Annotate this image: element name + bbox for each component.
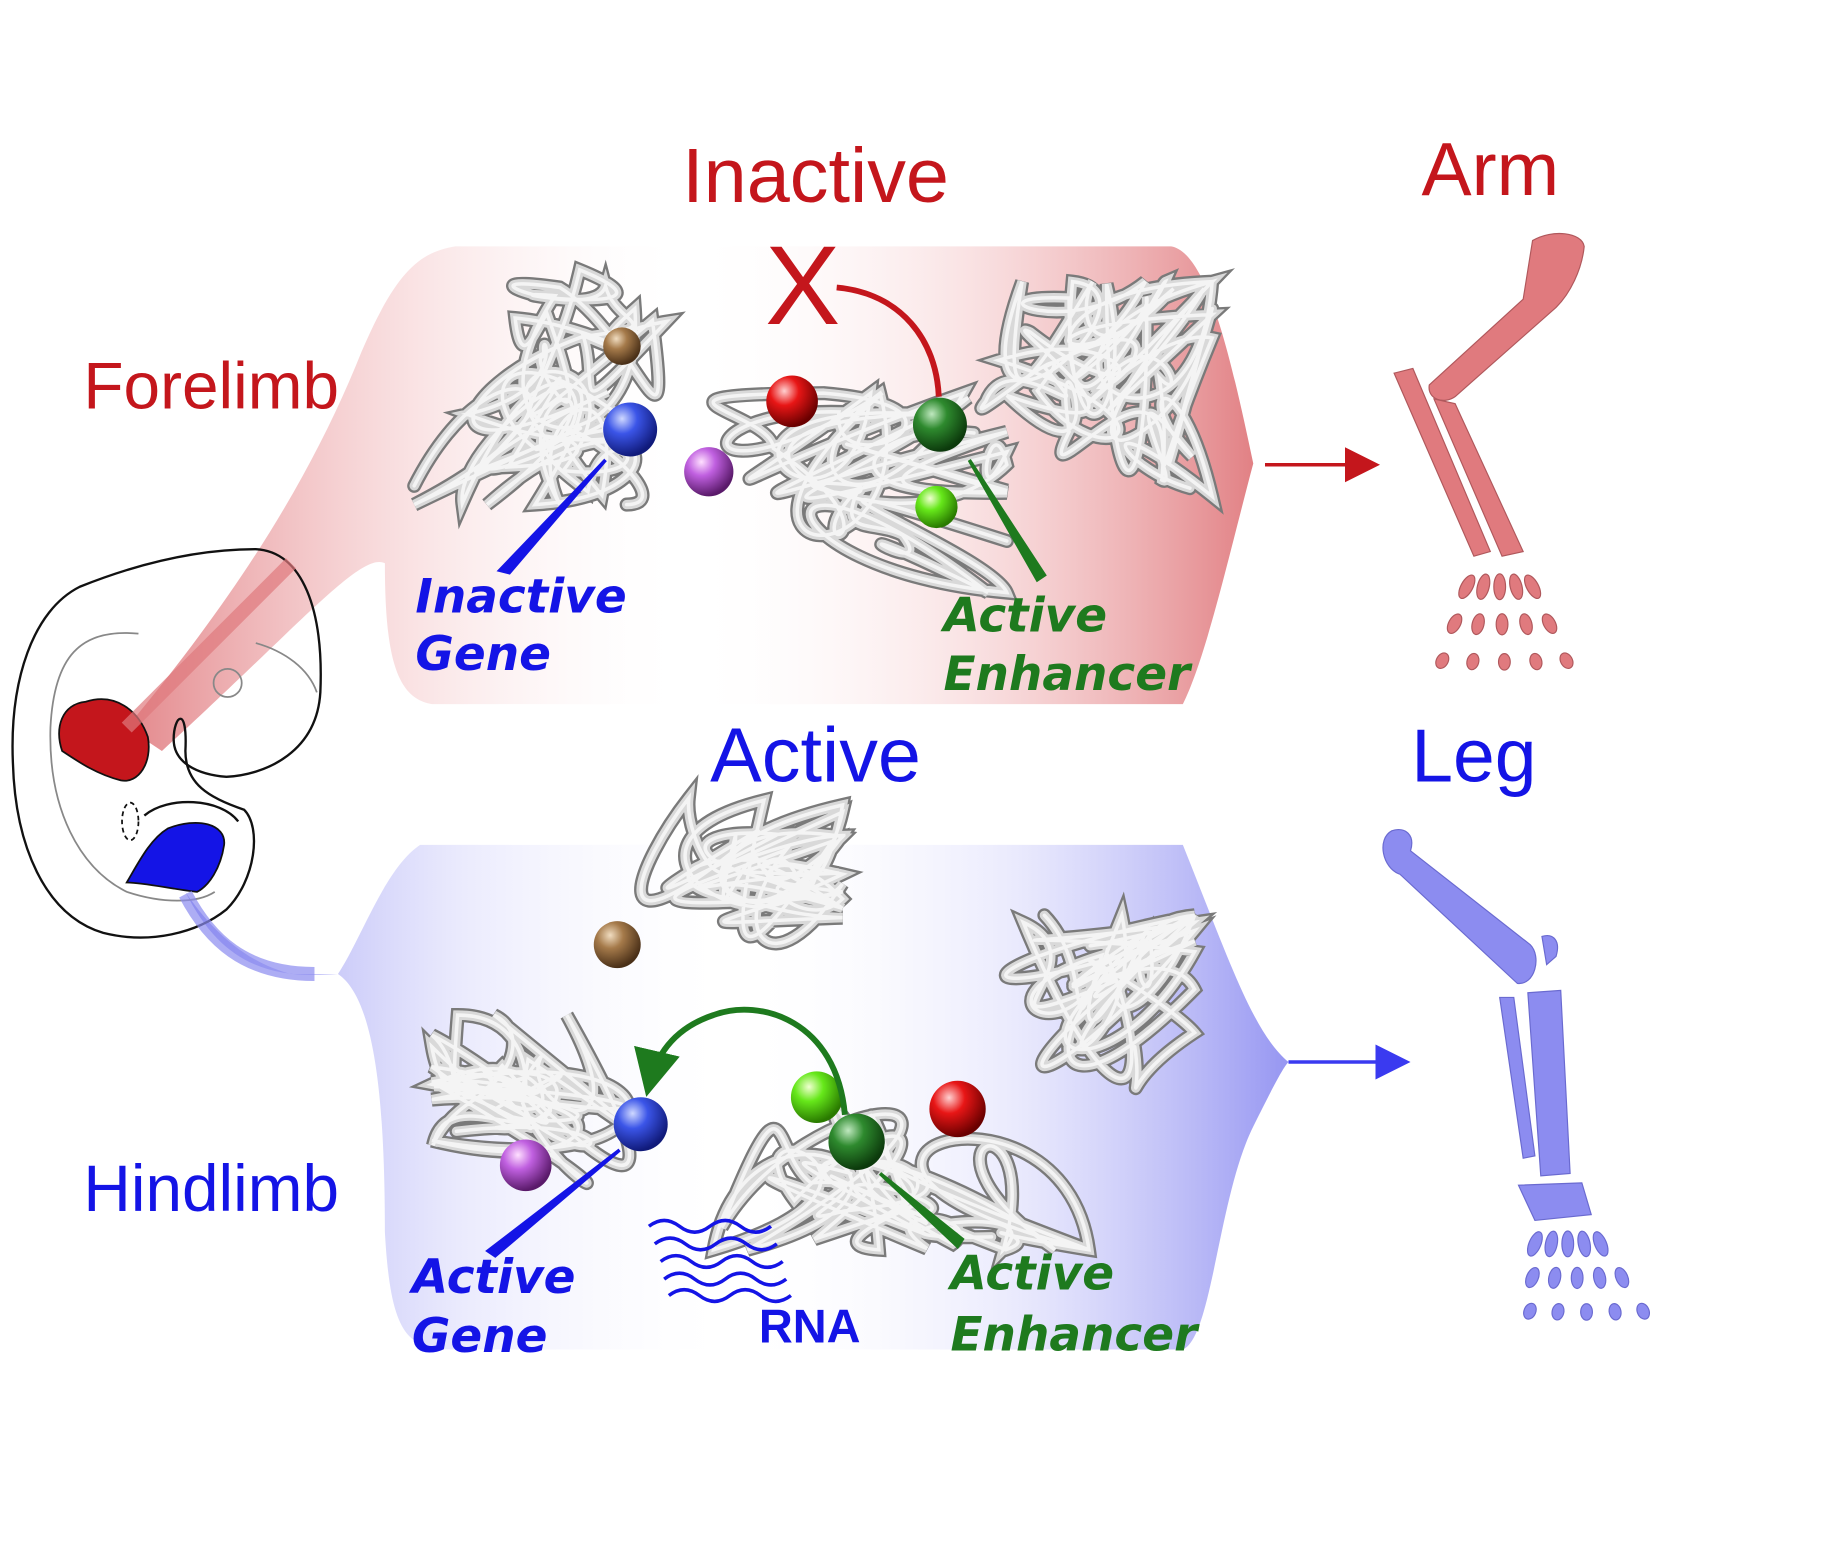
chromatin-strand bbox=[711, 389, 1011, 595]
phalanx-bone bbox=[1476, 573, 1491, 600]
phalanx-bone bbox=[1495, 613, 1509, 636]
inactive-gene-label: Inactive bbox=[415, 570, 626, 625]
forelimb-enhancer-label: Active bbox=[939, 588, 1107, 643]
leg-skeleton-icon bbox=[1382, 829, 1651, 1321]
phalanx-bone bbox=[1523, 574, 1542, 600]
rna-label: RNA bbox=[759, 1300, 861, 1352]
active-gene-pointer bbox=[485, 1148, 621, 1258]
phalanx-bone bbox=[1435, 652, 1450, 670]
rna-wave-icon bbox=[647, 1218, 792, 1304]
brown-locus-sphere bbox=[593, 921, 641, 969]
hindlimb-enhancer-pointer bbox=[878, 1172, 965, 1249]
phalanx-bone bbox=[1592, 1266, 1607, 1289]
active-gene-label-2: Gene bbox=[412, 1309, 548, 1364]
arm-label: Arm bbox=[1421, 127, 1559, 211]
phalanx-bone bbox=[1493, 573, 1507, 601]
phalanx-bone bbox=[1471, 613, 1485, 636]
forelimb-chromatin-fiber bbox=[407, 259, 1236, 601]
chromatin-strand bbox=[1004, 909, 1201, 1090]
phalanx-bone bbox=[1614, 1266, 1630, 1289]
active-enhancer-sphere bbox=[912, 397, 967, 452]
purple-locus-sphere bbox=[684, 447, 734, 497]
phalanx-bone bbox=[1547, 1266, 1562, 1289]
arm-skeleton-icon bbox=[1393, 232, 1585, 671]
blocked-interaction-arrow bbox=[836, 284, 942, 397]
phalanx-bone bbox=[1446, 613, 1463, 635]
phalanx-bone bbox=[1608, 1303, 1622, 1321]
enhancer-gene-interaction-arrow bbox=[634, 1006, 848, 1116]
embryo-illustration bbox=[11, 548, 322, 939]
hindlimb-bud bbox=[125, 821, 226, 893]
phalanx-bone bbox=[1509, 573, 1524, 600]
forelimb-label: Forelimb bbox=[83, 349, 339, 422]
phalanx-bone bbox=[1561, 1230, 1575, 1258]
red-locus-sphere bbox=[766, 375, 818, 428]
purple-locus-sphere bbox=[499, 1139, 552, 1192]
phalanx-bone bbox=[1519, 613, 1533, 636]
chromatin-strand bbox=[426, 1013, 644, 1185]
brown-locus-sphere bbox=[603, 327, 641, 365]
hindlimb-state-title: Active bbox=[710, 713, 921, 799]
active-enhancer-sphere bbox=[828, 1113, 885, 1170]
phalanx-bone bbox=[1580, 1303, 1593, 1321]
forelimb-zoom-funnel bbox=[126, 246, 1254, 752]
leg-label: Leg bbox=[1411, 714, 1536, 798]
phalanx-bone bbox=[1526, 1231, 1543, 1257]
phalanx-bone bbox=[1529, 652, 1543, 671]
lime-locus-sphere bbox=[790, 1071, 843, 1124]
forelimb-state-title: Inactive bbox=[682, 133, 949, 219]
inactive-gene-label-2: Gene bbox=[415, 627, 551, 682]
phalanx-bone bbox=[1577, 1230, 1592, 1258]
phalanx-bone bbox=[1559, 652, 1574, 670]
forelimb-enhancer-label-2: Enhancer bbox=[943, 647, 1193, 702]
active-gene-sphere bbox=[613, 1097, 668, 1152]
phalanx-bone bbox=[1466, 652, 1480, 671]
hindlimb-enhancer-label-2: Enhancer bbox=[951, 1308, 1201, 1363]
phalanx-bone bbox=[1541, 613, 1558, 635]
phalanx-bone bbox=[1523, 1302, 1537, 1320]
phalanx-bone bbox=[1544, 1230, 1559, 1258]
hindlimb-chromatin-fiber bbox=[408, 774, 1218, 1274]
phalanx-bone bbox=[1636, 1302, 1651, 1320]
hindlimb-connector bbox=[179, 890, 315, 982]
red-locus-sphere bbox=[929, 1080, 986, 1138]
active-gene-label: Active bbox=[408, 1250, 576, 1305]
inactive-gene-sphere bbox=[603, 402, 658, 457]
inactive-gene-pointer bbox=[496, 458, 607, 575]
chromatin-strand bbox=[639, 792, 848, 946]
phalanx-bone bbox=[1592, 1231, 1609, 1257]
phalanx-bone bbox=[1570, 1266, 1584, 1290]
hindlimb-label: Hindlimb bbox=[83, 1152, 339, 1225]
forelimb-enhancer-pointer bbox=[967, 459, 1047, 583]
chromatin-strand bbox=[412, 267, 672, 510]
phalanx-bone bbox=[1458, 574, 1476, 600]
phalanx-bone bbox=[1551, 1303, 1565, 1321]
forelimb-connector bbox=[121, 558, 296, 733]
phalanx-bone bbox=[1497, 653, 1511, 671]
phalanx-bone bbox=[1525, 1266, 1540, 1289]
lime-locus-sphere bbox=[915, 485, 958, 529]
chromatin-strand bbox=[979, 278, 1218, 501]
hindlimb-enhancer-label: Active bbox=[947, 1247, 1115, 1302]
blocked-mark: X bbox=[765, 222, 840, 348]
